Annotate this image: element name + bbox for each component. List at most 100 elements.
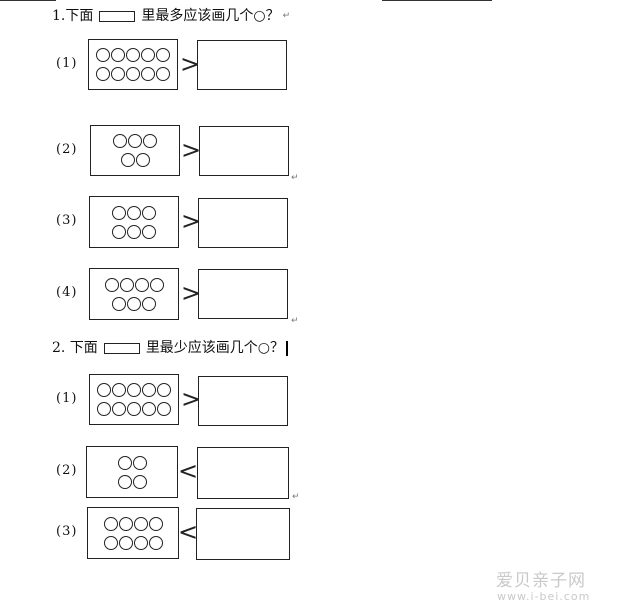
answer-box[interactable] bbox=[199, 126, 289, 176]
answer-box[interactable] bbox=[198, 198, 288, 248]
item-label: (2) bbox=[56, 463, 78, 478]
circle-icon bbox=[113, 134, 127, 148]
circle-icon bbox=[142, 224, 156, 239]
circle-row bbox=[112, 224, 156, 239]
circle-icon bbox=[127, 402, 141, 416]
answer-box[interactable] bbox=[198, 269, 288, 319]
answer-box-symbol bbox=[103, 342, 140, 354]
circle-icon bbox=[117, 474, 132, 489]
circle-icon bbox=[157, 383, 171, 397]
circle-icon bbox=[127, 224, 141, 239]
circle-row bbox=[103, 516, 163, 531]
circle-icon bbox=[112, 383, 126, 397]
question-1-title-prefix: 1.下面 bbox=[52, 8, 94, 24]
comparison-sign: > bbox=[181, 135, 202, 164]
circle-row bbox=[97, 402, 171, 416]
circle-icon bbox=[132, 474, 147, 489]
circle-icon bbox=[103, 516, 118, 531]
comparison-sign: < bbox=[178, 457, 199, 485]
circle-icon bbox=[133, 535, 148, 550]
item-label: (3) bbox=[56, 524, 78, 539]
circle-icon bbox=[135, 153, 150, 167]
question-2-title-suffix: 里最少应该画几个○？ bbox=[145, 340, 285, 356]
circle-icon bbox=[134, 277, 149, 292]
item-label: (3) bbox=[56, 213, 78, 228]
answer-box[interactable] bbox=[197, 447, 289, 499]
circle-icon bbox=[142, 383, 156, 397]
circles-box bbox=[89, 268, 179, 320]
question-2-title: 2. 下面 里最少应该画几个○？ bbox=[52, 339, 288, 357]
answer-box-symbol bbox=[99, 10, 136, 22]
circle-row bbox=[112, 205, 156, 220]
circle-icon bbox=[148, 535, 163, 550]
circle-icon bbox=[104, 277, 119, 292]
item-label: (1) bbox=[56, 55, 78, 71]
circle-icon bbox=[132, 455, 147, 470]
watermark-title: 爱贝亲子网 bbox=[496, 571, 586, 591]
circle-row bbox=[120, 153, 150, 167]
circle-icon bbox=[156, 67, 170, 81]
circle-row bbox=[112, 296, 156, 311]
question-1-title: 1.下面 里最多应该画几个○？ ↵ bbox=[52, 7, 290, 25]
circle-icon bbox=[143, 134, 157, 148]
header-underline-left bbox=[0, 0, 56, 1]
paragraph-mark: ↵ bbox=[291, 173, 299, 183]
question-1-title-suffix: 里最多应该画几个○？ bbox=[141, 8, 280, 24]
circles-box bbox=[89, 196, 179, 248]
circle-icon bbox=[126, 67, 140, 81]
item-label: (1) bbox=[56, 390, 78, 406]
paragraph-mark: ↵ bbox=[292, 492, 300, 502]
circle-icon bbox=[127, 296, 141, 311]
circle-icon bbox=[96, 67, 110, 81]
circle-icon bbox=[156, 48, 170, 62]
comparison-sign: > bbox=[180, 49, 201, 78]
circle-row bbox=[104, 277, 164, 292]
circles-box bbox=[90, 125, 180, 176]
circle-icon bbox=[127, 205, 141, 220]
circle-row bbox=[96, 67, 170, 81]
circles-box bbox=[89, 374, 179, 425]
paragraph-mark: ↵ bbox=[282, 11, 291, 21]
item-label: (4) bbox=[56, 285, 78, 300]
circle-icon bbox=[148, 516, 163, 531]
item-label: (2) bbox=[56, 141, 78, 157]
comparison-sign: < bbox=[178, 518, 199, 546]
answer-box[interactable] bbox=[196, 508, 290, 560]
circle-icon bbox=[97, 402, 111, 416]
circle-row bbox=[103, 535, 163, 550]
answer-box[interactable] bbox=[198, 376, 288, 426]
circle-icon bbox=[97, 383, 111, 397]
circle-icon bbox=[142, 296, 156, 311]
circle-row bbox=[97, 383, 171, 397]
circle-icon bbox=[112, 296, 126, 311]
circle-icon bbox=[133, 516, 148, 531]
circle-icon bbox=[128, 134, 142, 148]
text-cursor bbox=[286, 340, 288, 356]
paragraph-mark: ↵ bbox=[291, 316, 299, 326]
circle-icon bbox=[120, 153, 135, 167]
circle-icon bbox=[112, 402, 126, 416]
answer-box[interactable] bbox=[197, 40, 287, 90]
circle-icon bbox=[112, 205, 126, 220]
circle-icon bbox=[118, 535, 133, 550]
circles-box bbox=[88, 39, 178, 90]
circle-icon bbox=[112, 224, 126, 239]
circles-box bbox=[86, 446, 178, 498]
comparison-sign: > bbox=[181, 207, 202, 235]
circle-icon bbox=[96, 48, 110, 62]
circles-box bbox=[87, 507, 179, 559]
circle-icon bbox=[103, 535, 118, 550]
header-underline-right bbox=[382, 0, 492, 1]
watermark-url: www.i-bei.com bbox=[497, 590, 591, 603]
circle-icon bbox=[157, 402, 171, 416]
circle-icon bbox=[119, 277, 134, 292]
comparison-sign: > bbox=[181, 279, 202, 307]
circle-icon bbox=[141, 67, 155, 81]
circle-icon bbox=[142, 402, 156, 416]
circle-icon bbox=[111, 67, 125, 81]
circle-icon bbox=[127, 383, 141, 397]
circle-icon bbox=[117, 455, 132, 470]
circle-icon bbox=[126, 48, 140, 62]
circle-icon bbox=[118, 516, 133, 531]
